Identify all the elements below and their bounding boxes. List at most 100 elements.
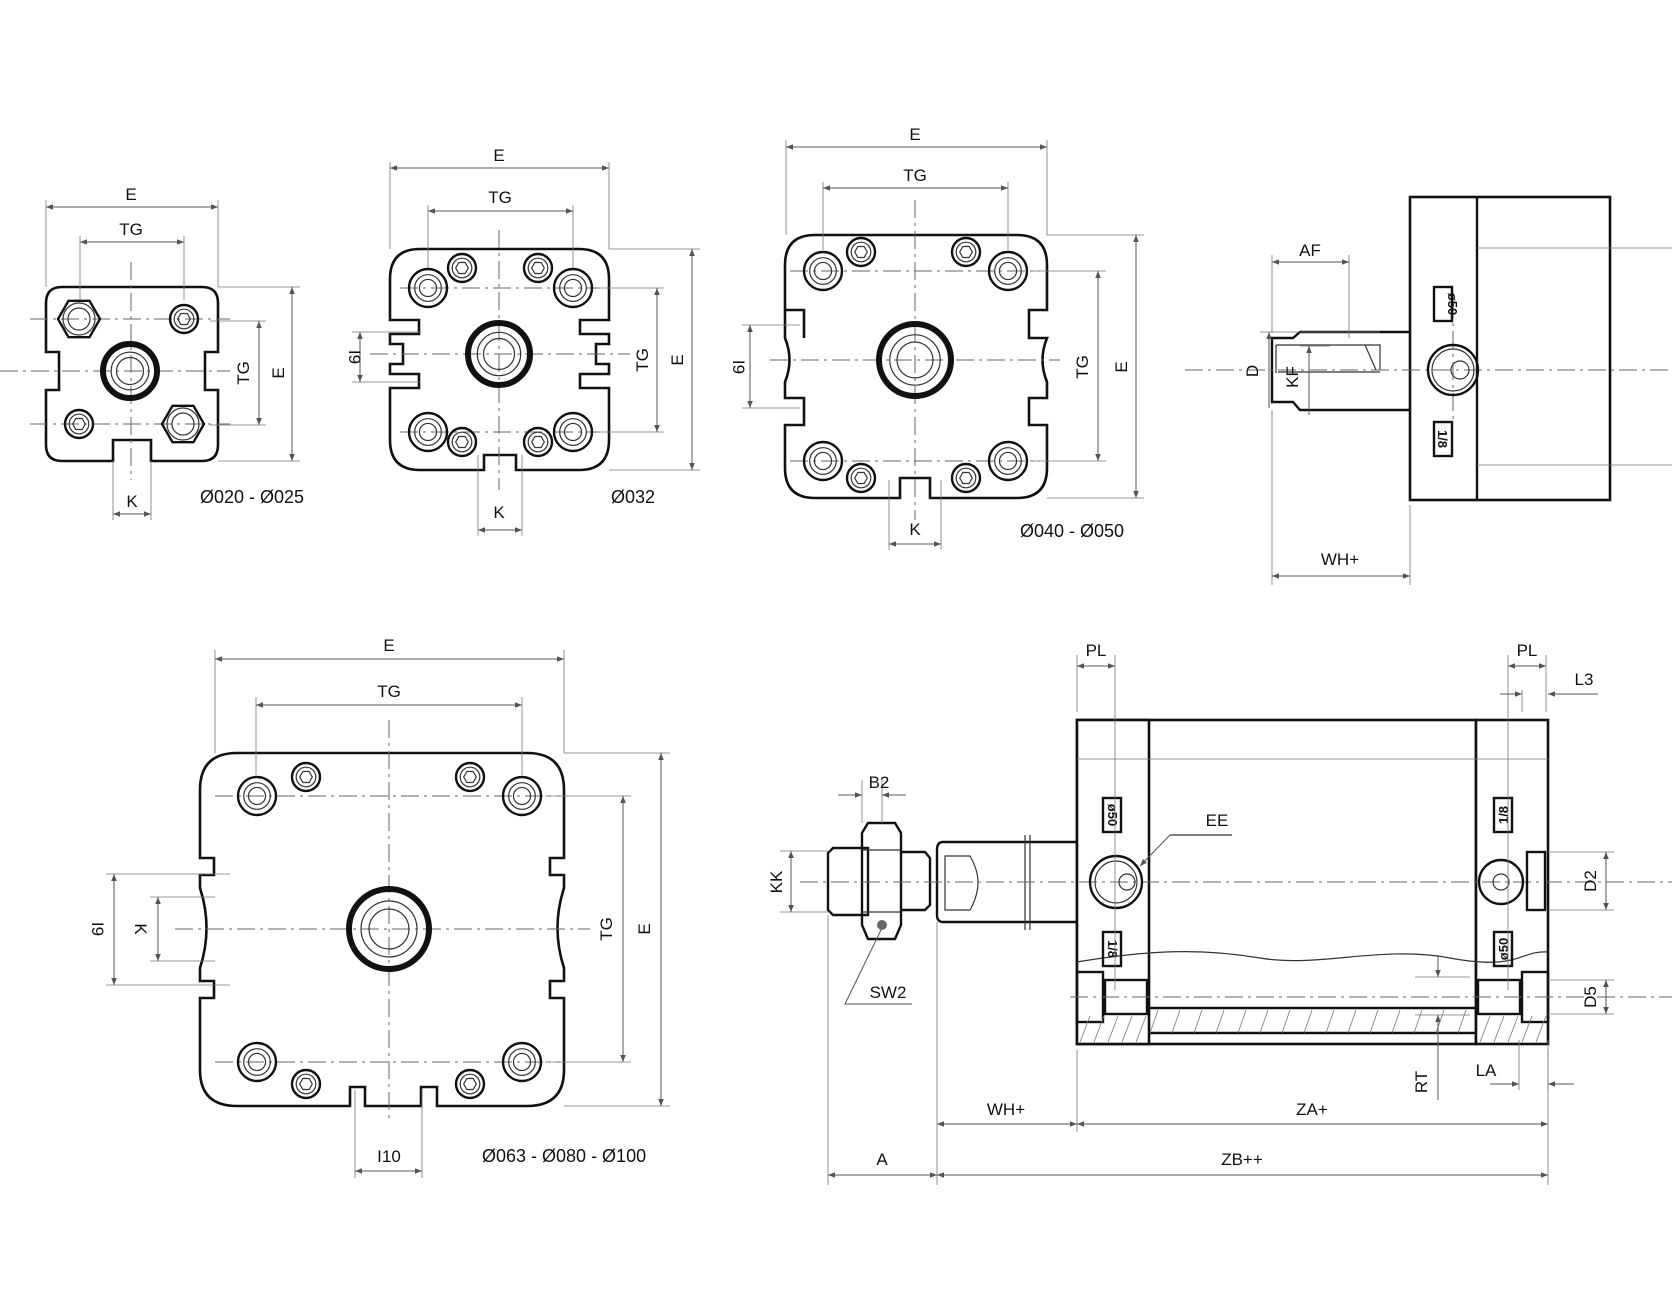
screw-hole-icon [290,1068,322,1100]
rod-seal-ring [465,320,533,388]
port-tag-right-bottom: ø50 [1496,938,1511,960]
mounting-holes [236,761,543,1100]
dim-PL-rear: PL [1517,641,1538,660]
dim-A: A [876,1150,888,1169]
dim-TG-vertical: TG [597,917,616,941]
dim-K: K [909,520,921,539]
screw-hole-icon [454,761,486,793]
screw-hole-icon [160,404,206,444]
bore-caption: Ø032 [611,487,655,507]
port-tag-right-top: 1/8 [1496,806,1511,824]
dim-TG-vertical: TG [234,361,253,385]
port-tag-thread: 1/8 [1435,430,1450,448]
dim-TG: TG [377,682,401,701]
rod-detail-view: ø50 1/8 AF D KF WH+ [1185,195,1672,585]
dim-E-vertical: E [635,923,654,934]
dim-KF: KF [1283,366,1302,388]
screw-hole-icon [56,299,102,339]
dim-E-vertical: E [1112,361,1131,372]
dim-E: E [493,146,504,165]
screw-hole-icon [987,440,1029,482]
screw-hole-icon [522,252,554,284]
wrench-flat-mark [877,920,887,930]
dim-E: E [125,185,136,204]
dim-E-vertical: E [269,367,288,378]
screw-hole-icon [802,250,844,292]
piston-rod-bore-icon [876,321,954,399]
screw-hole-icon [63,408,95,440]
dim-K: K [131,923,150,935]
dim-RT: RT [1412,1071,1431,1093]
screw-hole-icon [802,440,844,482]
front-view-063-100: E TG TG E I9 K I10 Ø063 - Ø080 - Ø100 [88,636,670,1178]
dim-D2: D2 [1581,870,1600,892]
screw-hole-icon [236,775,278,817]
dim-ZB: ZB++ [1221,1150,1263,1169]
front-view-032: E TG TG E I9 K Ø032 [345,146,700,536]
screw-hole-icon [950,462,982,494]
mounting-holes [56,299,206,444]
rod-seal-ring [346,886,432,972]
dim-B2: B2 [869,773,890,792]
screw-hole-icon [446,252,478,284]
dim-TG-vertical: TG [1073,355,1092,379]
screw-hole-icon [236,1041,278,1083]
screw-hole-icon [290,761,322,793]
screw-hole-icon [501,1041,543,1083]
rod-seal-ring [100,341,160,401]
dim-D5: D5 [1581,986,1600,1008]
cylinder-side-view: ø50 1/8 1/8 ø50 PL PL L3 B2 EE KK D2 D5 … [767,641,1672,1185]
dim-LA: LA [1476,1061,1497,1080]
screw-hole-icon [845,236,877,268]
dim-K: K [126,492,138,511]
dim-TG: TG [119,220,143,239]
dim-PL-front: PL [1086,641,1107,660]
piston-rod-bore-icon [346,886,432,972]
rod-seal-ring [876,321,954,399]
dim-TG: TG [903,166,927,185]
screw-hole-icon [501,775,543,817]
bore-caption: Ø063 - Ø080 - Ø100 [482,1146,646,1166]
piston-rod-bore-icon [100,341,160,401]
dim-WH: WH+ [987,1100,1025,1119]
dim-KK: KK [767,870,786,893]
port-tag-left-bottom: 1/8 [1105,940,1120,958]
mounting-holes [407,252,594,458]
cylinder-body [1408,195,1612,502]
piston-rod-bore-icon [465,320,533,388]
screw-hole-icon [522,426,554,458]
dim-E-vertical: E [668,354,687,365]
dim-WH: WH+ [1321,550,1359,569]
screw-hole-icon [446,426,478,458]
front-view-040-050: E TG TG E I9 K Ø040 - Ø050 [729,125,1144,550]
dim-I9: I9 [345,350,364,364]
dim-E: E [909,125,920,144]
dim-I9: I9 [729,360,748,374]
dim-TG: TG [488,188,512,207]
end-cap-outline [783,233,1049,500]
screw-hole-icon [407,411,449,453]
screw-hole-icon [987,250,1029,292]
dim-E: E [383,636,394,655]
screw-hole-icon [407,267,449,309]
screw-hole-icon [454,1068,486,1100]
screw-hole-icon [845,462,877,494]
dim-I10: I10 [377,1147,401,1166]
port-tag-left-top: ø50 [1105,804,1120,826]
dim-I9: I9 [88,922,107,936]
bore-caption: Ø040 - Ø050 [1020,521,1124,541]
screw-hole-icon [552,267,594,309]
dim-K: K [493,503,505,522]
dim-TG-vertical: TG [633,348,652,372]
screw-hole-icon [950,236,982,268]
dim-SW2: SW2 [870,983,907,1002]
mounting-holes [802,236,1029,494]
screw-hole-icon [552,411,594,453]
end-cap-outline [198,751,566,1108]
bore-caption: Ø020 - Ø025 [200,487,304,507]
dim-D: D [1243,365,1262,377]
dim-EE-port: EE [1206,811,1229,830]
port-tag-size: ø50 [1445,293,1460,315]
section-hatching [1079,1009,1547,1043]
